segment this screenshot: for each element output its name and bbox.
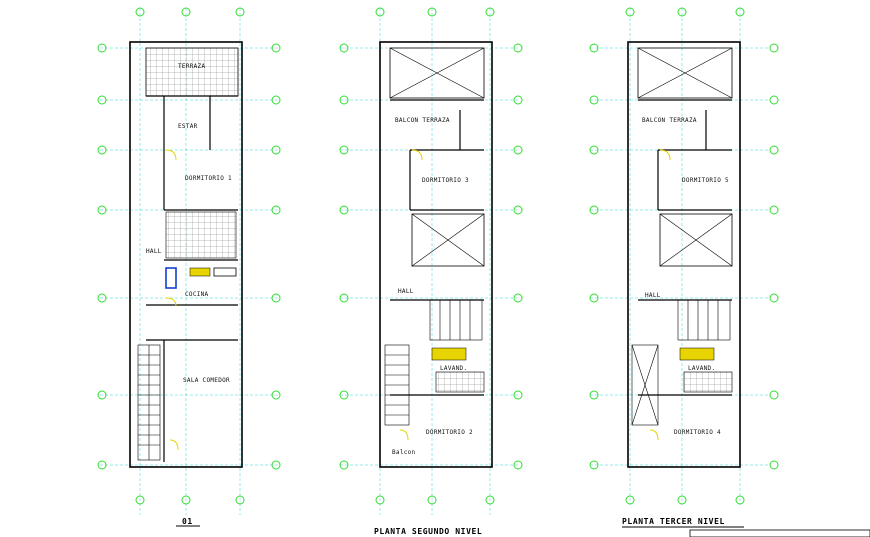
axis-bubble-row — [97, 293, 107, 303]
room-label-balcon: Balcon — [392, 449, 416, 456]
stairs-plan-3 — [631, 299, 731, 426]
axis-bubble-col — [135, 7, 145, 17]
axis-bubble-row — [513, 205, 523, 215]
room-label-dormitorio-5: DORMITORIO 5 — [682, 177, 729, 184]
axis-bubble-row — [589, 293, 599, 303]
plan-second-level: BALCON TERRAZA DORMITORIO 3 HALL LAVAND.… — [340, 8, 520, 536]
axis-bubble-row — [271, 43, 281, 53]
axis-bubble-col — [235, 7, 245, 17]
terraza-area — [145, 47, 239, 97]
axis-bubble-col — [427, 495, 437, 505]
axis-bubble-col — [625, 7, 635, 17]
axis-bubble-row — [97, 43, 107, 53]
stairs-plan-1 — [137, 344, 161, 461]
axis-bubble-row — [769, 95, 779, 105]
axis-bubble-row — [271, 460, 281, 470]
room-label-lavanderia: LAVAND. — [440, 365, 467, 372]
axis-bubble-row — [513, 145, 523, 155]
room-label-hall: HALL — [146, 248, 162, 255]
axis-bubble-col — [375, 7, 385, 17]
axis-bubble-col — [375, 495, 385, 505]
axis-bubble-col — [735, 7, 745, 17]
axis-bubble-row — [271, 145, 281, 155]
axis-bubble-row — [271, 95, 281, 105]
room-label-dormitorio-3: DORMITORIO 3 — [422, 177, 469, 184]
axis-bubble-row — [339, 205, 349, 215]
plan-title-third: PLANTA TERCER NIVEL — [622, 517, 725, 526]
axis-bubble-row — [271, 205, 281, 215]
axis-bubble-row — [339, 293, 349, 303]
axis-bubble-col — [677, 495, 687, 505]
axis-bubble-row — [97, 145, 107, 155]
plan-third-level: BALCON TERRAZA DORMITORIO 5 HALL LAVAND.… — [590, 8, 870, 537]
axis-bubble-row — [769, 205, 779, 215]
axis-bubble-col — [485, 7, 495, 17]
axis-bubble-col — [427, 7, 437, 17]
axis-bubble-row — [97, 390, 107, 400]
axis-bubble-row — [339, 43, 349, 53]
axis-bubble-row — [513, 293, 523, 303]
axis-bubble-row — [97, 205, 107, 215]
axis-bubble-row — [589, 460, 599, 470]
axis-bubble-col — [181, 7, 191, 17]
axis-markers — [97, 7, 779, 505]
axis-bubble-row — [589, 43, 599, 53]
axis-bubble-row — [513, 460, 523, 470]
axis-bubble-row — [271, 390, 281, 400]
axis-bubble-row — [589, 145, 599, 155]
void-middle — [411, 213, 485, 267]
axis-bubble-row — [589, 205, 599, 215]
axis-bubble-row — [513, 390, 523, 400]
room-label-dormitorio-2: DORMITORIO 2 — [426, 429, 473, 436]
axis-bubble-row — [339, 145, 349, 155]
room-label-lavanderia: LAVAND. — [688, 365, 715, 372]
room-label-dormitorio-4: DORMITORIO 4 — [674, 429, 721, 436]
kitchen-counter — [165, 267, 177, 289]
room-label-balcon-terraza: BALCON TERRAZA — [395, 117, 450, 124]
plan-title-second: PLANTA SEGUNDO NIVEL — [374, 527, 482, 536]
axis-bubble-row — [769, 145, 779, 155]
room-label-estar: ESTAR — [178, 123, 198, 130]
void-top — [389, 47, 485, 99]
room-label-sala-comedor: SALA COMEDOR — [183, 377, 230, 384]
axis-bubble-col — [135, 495, 145, 505]
room-label-cocina: COCINA — [185, 291, 209, 298]
room-label-hall: HALL — [398, 288, 414, 295]
axis-bubble-row — [339, 390, 349, 400]
axis-bubble-row — [513, 43, 523, 53]
title-block-frame — [689, 529, 870, 537]
room-label-hall: HALL — [645, 292, 661, 299]
axis-bubble-row — [589, 390, 599, 400]
axis-bubble-col — [677, 7, 687, 17]
room-label-balcon-terraza: BALCON TERRAZA — [642, 117, 697, 124]
axis-bubble-col — [235, 495, 245, 505]
axis-bubble-row — [97, 95, 107, 105]
axis-bubble-col — [735, 495, 745, 505]
axis-bubble-row — [339, 460, 349, 470]
axis-bubble-col — [181, 495, 191, 505]
axis-bubble-row — [769, 390, 779, 400]
room-label-terraza: TERRAZA — [178, 63, 205, 70]
axis-bubble-row — [769, 43, 779, 53]
axis-bubble-col — [625, 495, 635, 505]
axis-bubble-row — [97, 460, 107, 470]
grid-lines-plan-2 — [340, 8, 520, 515]
hall-area — [165, 211, 237, 259]
plan-number-label: 01 — [182, 517, 193, 526]
stairs-plan-2 — [384, 299, 483, 426]
axis-bubble-row — [271, 293, 281, 303]
axis-bubble-row — [769, 460, 779, 470]
room-label-dormitorio-1: DORMITORIO 1 — [185, 175, 232, 182]
plan-first-level: TERRAZA ESTAR DORMITORIO 1 HALL COCINA S… — [100, 8, 280, 527]
axis-bubble-row — [513, 95, 523, 105]
lavanderia-area — [431, 347, 467, 361]
axis-bubble-col — [485, 495, 495, 505]
axis-bubble-row — [589, 95, 599, 105]
axis-bubble-row — [339, 95, 349, 105]
axis-bubble-row — [769, 293, 779, 303]
